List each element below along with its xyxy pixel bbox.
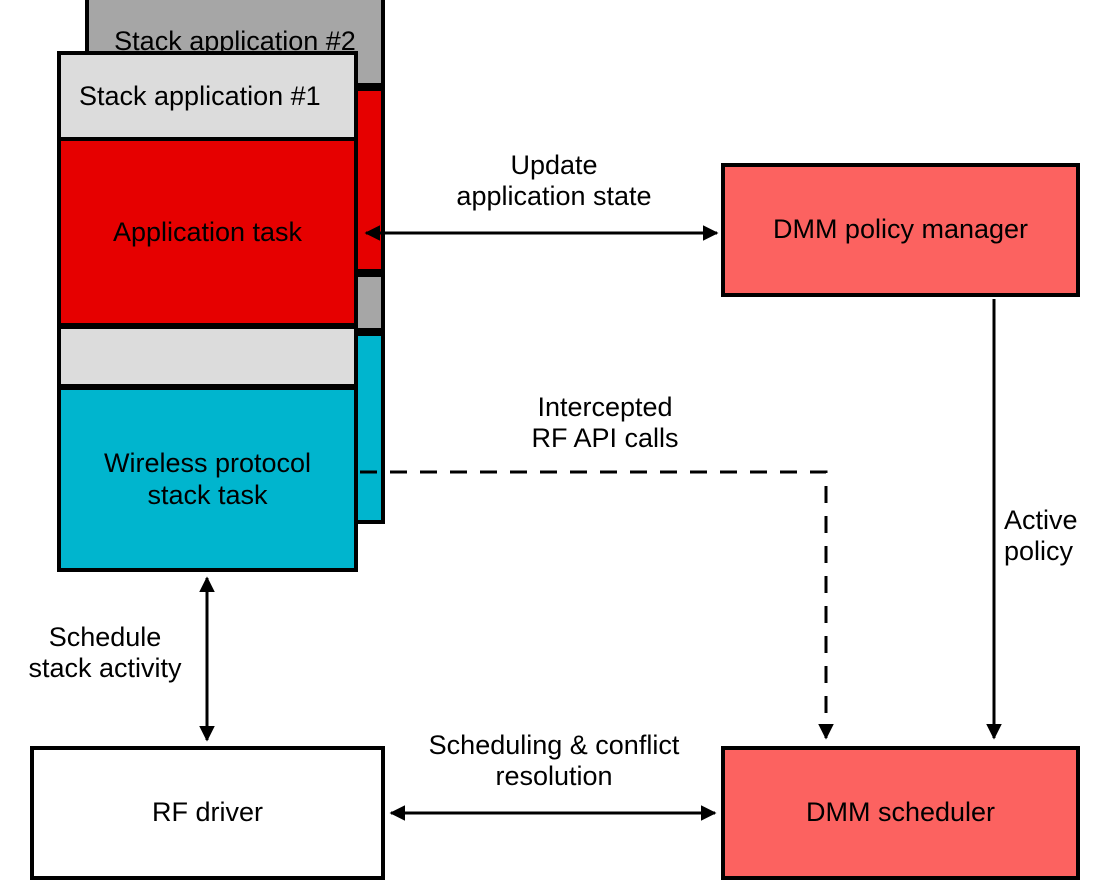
edge-label-intercepted-rf-api-calls: Intercepted RF API calls — [531, 392, 679, 454]
application-task-block: Application task — [57, 137, 358, 327]
edge-label-scheduling-conflict-resolution: Scheduling & conflict resolution — [428, 730, 680, 792]
dmm-policy-manager-label: DMM policy manager — [772, 214, 1029, 245]
edge-label-update-application-state: Update application state — [456, 150, 652, 212]
dmm-scheduler-label: DMM scheduler — [805, 797, 996, 828]
wireless-protocol-stack-task-label: Wireless protocol stack task — [103, 447, 312, 510]
dmm-scheduler-block: DMM scheduler — [721, 746, 1080, 880]
stack-1-middle-band — [57, 325, 358, 388]
rf-driver-block: RF driver — [30, 746, 385, 880]
wireless-protocol-stack-task-block: Wireless protocol stack task — [57, 386, 358, 572]
edge-label-active-policy: Active policy — [1004, 505, 1078, 567]
dmm-policy-manager-block: DMM policy manager — [721, 163, 1080, 297]
edge-label-schedule-stack-activity: Schedule stack activity — [28, 622, 182, 684]
stack-application-1-header: Stack application #1 — [57, 51, 358, 141]
edge-intercepted-rf-api-calls — [360, 470, 834, 740]
stack-application-1-label: Stack application #1 — [79, 80, 321, 111]
application-task-label: Application task — [112, 216, 303, 247]
rf-driver-label: RF driver — [151, 797, 263, 828]
